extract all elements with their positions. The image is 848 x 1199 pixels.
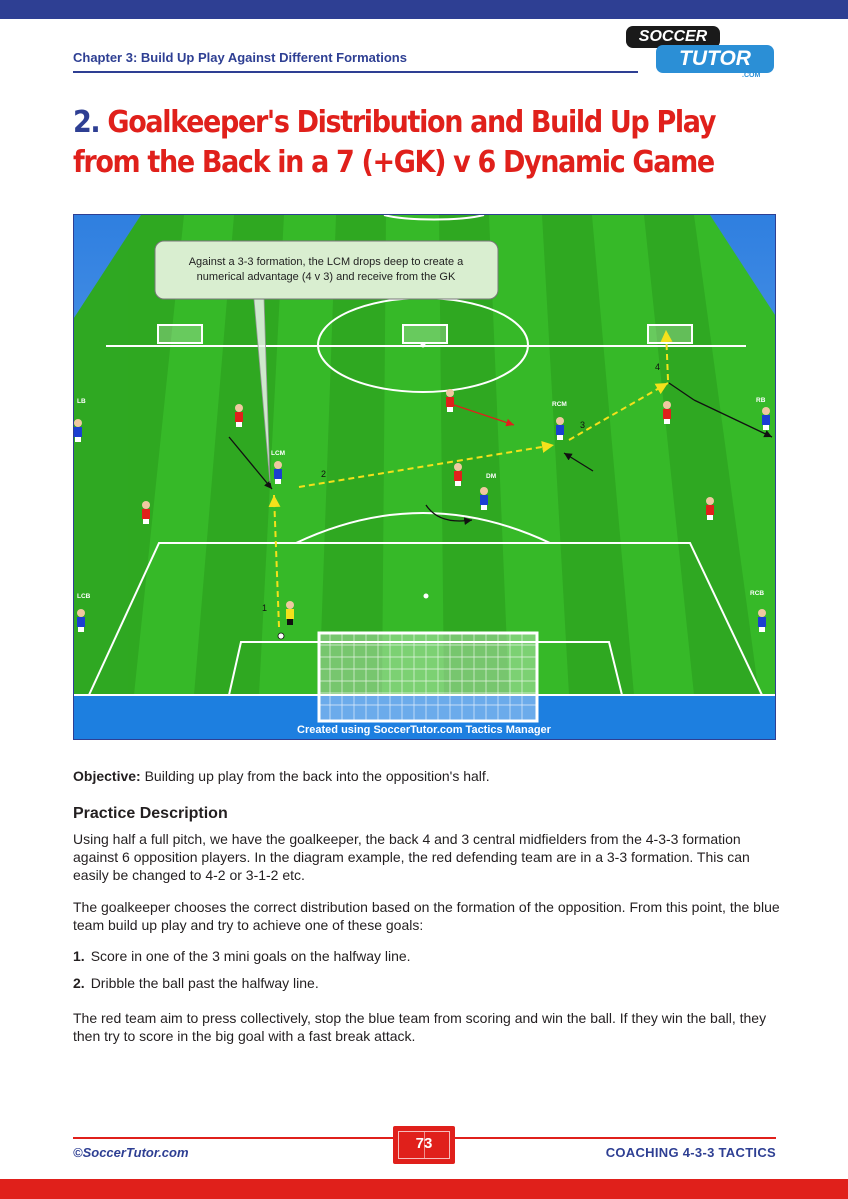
- red-press-arrow: [453, 404, 515, 427]
- title-line1: Goalkeeper's Distribution and Build Up P…: [107, 105, 716, 140]
- label-rcm: RCM: [552, 401, 567, 408]
- penalty-spot: [423, 593, 429, 599]
- press-arrow-rcm: [563, 452, 594, 472]
- tactics-diagram: 1 2 3 4 LB LCM: [73, 214, 776, 740]
- mini-goal-right: [647, 324, 693, 344]
- objective-paragraph: Objective: Building up play from the bac…: [73, 767, 783, 785]
- red-player-4: [454, 463, 462, 486]
- player-rcb: [758, 609, 766, 632]
- step-2-label: 2: [321, 469, 326, 479]
- player-dm: [480, 487, 488, 510]
- label-lcb: LCB: [77, 593, 91, 600]
- pass-lcm-to-rcm: [298, 441, 555, 488]
- shot-mini-goal: [660, 329, 673, 381]
- diagram-credit: Created using SoccerTutor.com Tactics Ma…: [297, 724, 552, 736]
- page-title: 2. Goalkeeper's Distribution and Build U…: [73, 103, 793, 183]
- callout-line2: numerical advantage (4 v 3) and receive …: [197, 271, 456, 283]
- page-box-pitch-icon: [398, 1131, 450, 1159]
- title-line2: from the Back in a 7 (+GK) v 6 Dynamic G…: [73, 145, 715, 180]
- run-rb-start: [668, 382, 695, 401]
- step-4-label: 4: [655, 362, 660, 372]
- step-3-label: 3: [580, 420, 585, 430]
- label-rb: RB: [756, 397, 766, 404]
- list-number: 2.: [73, 975, 85, 991]
- player-lcm: [274, 461, 282, 484]
- ball: [277, 632, 285, 640]
- red-player-5: [142, 501, 150, 524]
- logo-tutor-text: TUTOR: [656, 45, 774, 73]
- callout-box: Against a 3-3 formation, the LCM drops d…: [154, 240, 499, 484]
- footer-divider-left: [73, 1137, 393, 1139]
- label-rcb: RCB: [750, 590, 764, 597]
- step-1-label: 1: [262, 603, 267, 613]
- objective-text: Building up play from the back into the …: [140, 768, 490, 784]
- blue-team: [74, 407, 770, 632]
- logo-soccer-text: SOCCER: [626, 26, 720, 48]
- player-lcb: [77, 609, 85, 632]
- run-dm: [425, 504, 473, 526]
- footer-book-title: COACHING 4-3-3 TACTICS: [605, 1145, 776, 1160]
- run-lcm: [228, 436, 273, 490]
- footer-divider-right: [455, 1137, 776, 1139]
- list-text: Score in one of the 3 mini goals on the …: [90, 948, 411, 964]
- practice-heading: Practice Description: [73, 805, 228, 822]
- soccertutor-logo: SOCCER TUTOR .COM: [626, 24, 776, 82]
- red-player-1: [235, 404, 243, 427]
- bottom-color-bar: [0, 1179, 848, 1199]
- run-rb: [693, 399, 773, 438]
- page-number: 73: [415, 1135, 433, 1152]
- logo-com-text: .COM: [742, 72, 761, 79]
- mini-goal-left: [157, 324, 203, 344]
- practice-paragraph-2: The goalkeeper chooses the correct distr…: [73, 899, 780, 933]
- chapter-heading: Chapter 3: Build Up Play Against Differe…: [73, 50, 407, 65]
- pitch-surround: [74, 695, 775, 739]
- red-player-2: [446, 389, 454, 412]
- player-lb: [74, 419, 82, 442]
- player-rcm: [556, 417, 564, 440]
- red-team: [142, 389, 714, 524]
- top-color-bar: [0, 0, 848, 19]
- practice-paragraph-1: Using half a full pitch, we have the goa…: [73, 831, 750, 883]
- objective-label: Objective:: [73, 768, 141, 784]
- footer-copyright: ©SoccerTutor.com: [73, 1145, 189, 1160]
- goal-list-item-2: 2. Dribble the ball past the halfway line…: [73, 974, 783, 992]
- label-dm: DM: [486, 473, 496, 480]
- mini-goal-center: [402, 324, 448, 344]
- goalkeeper: [277, 601, 294, 640]
- pass-rcm-to-rb: [568, 382, 669, 441]
- label-lcm: LCM: [271, 450, 285, 457]
- chapter-divider: [73, 71, 638, 73]
- pass-gk-to-lcm: [268, 494, 281, 628]
- list-text: Dribble the ball past the halfway line.: [90, 975, 319, 991]
- red-player-3: [663, 401, 671, 424]
- big-goal: [317, 631, 539, 723]
- pitch-svg: 1 2 3 4 LB LCM: [74, 215, 775, 739]
- practice-paragraph-3: The red team aim to press collectively, …: [73, 1010, 767, 1044]
- red-player-6: [706, 497, 714, 520]
- title-number: 2.: [73, 105, 101, 140]
- label-lb: LB: [77, 398, 86, 405]
- goal-list-item-1: 1. Score in one of the 3 mini goals on th…: [73, 947, 783, 965]
- list-number: 1.: [73, 948, 85, 964]
- page-number-box: 73: [393, 1126, 455, 1164]
- player-rb: [762, 407, 770, 430]
- callout-line1: Against a 3-3 formation, the LCM drops d…: [189, 256, 464, 268]
